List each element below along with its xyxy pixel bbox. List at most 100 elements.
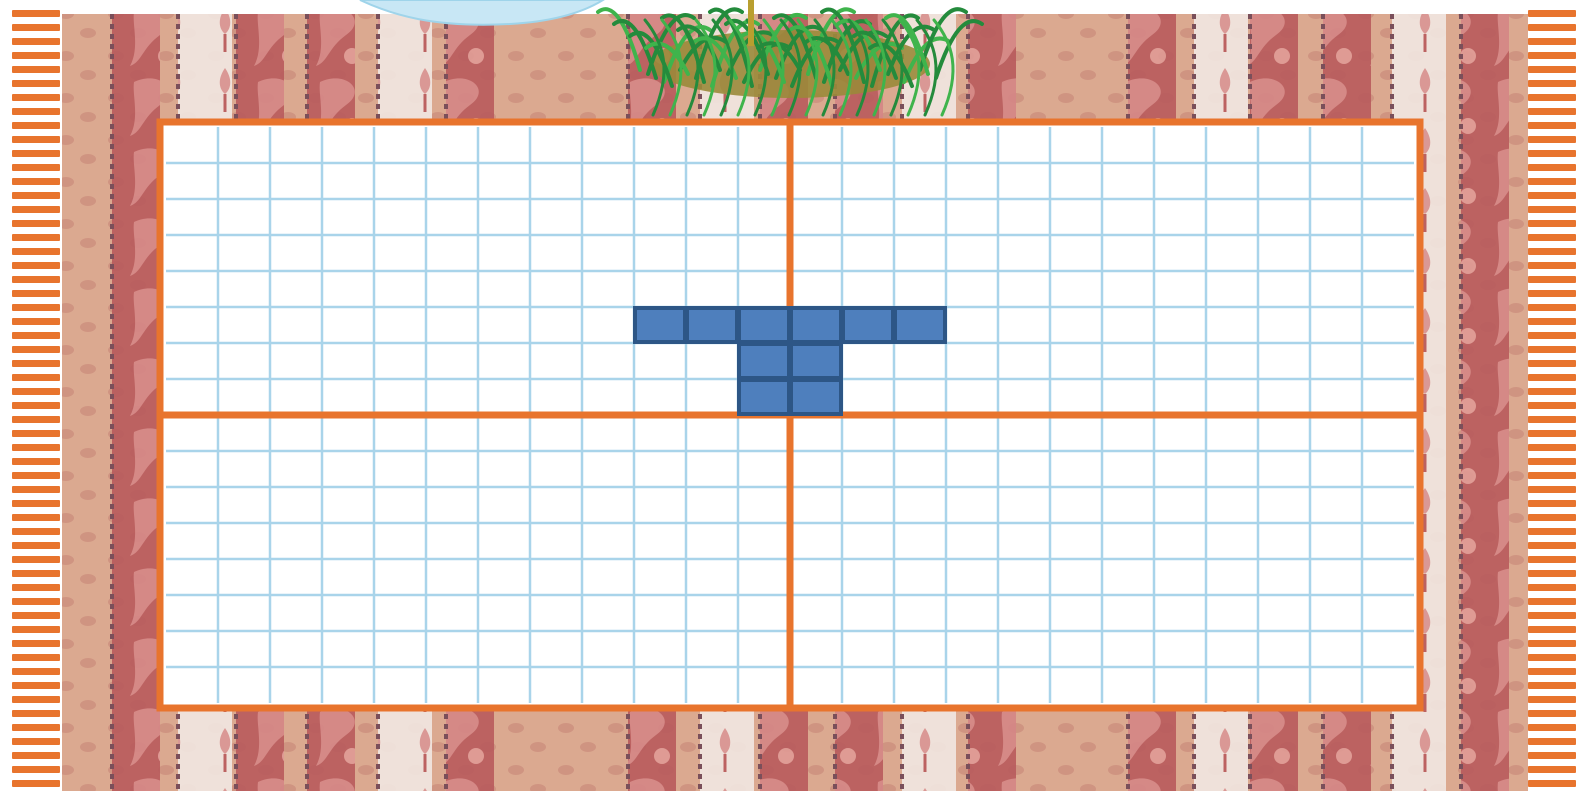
fringe-strand bbox=[12, 360, 60, 367]
fringe-strand bbox=[12, 346, 60, 353]
fringe-strand bbox=[1528, 542, 1576, 549]
fringe-strand bbox=[12, 598, 60, 605]
fringe-strand bbox=[1528, 374, 1576, 381]
fringe-strand bbox=[1528, 290, 1576, 297]
fringe-strand bbox=[1528, 584, 1576, 591]
fringe-strand bbox=[1528, 38, 1576, 45]
fringe-strand bbox=[1528, 444, 1576, 451]
fringe-strand bbox=[1528, 10, 1576, 17]
fringe-strand bbox=[12, 668, 60, 675]
fringe-strand bbox=[1528, 752, 1576, 759]
fringe-strand bbox=[12, 500, 60, 507]
fringe-strand bbox=[12, 248, 60, 255]
fringe-strand bbox=[1528, 472, 1576, 479]
fringe-strand bbox=[12, 374, 60, 381]
fringe-strand bbox=[12, 388, 60, 395]
fringe-strand bbox=[1528, 402, 1576, 409]
fringe-strand bbox=[12, 416, 60, 423]
shape-cell bbox=[791, 380, 841, 414]
fringe-strand bbox=[12, 94, 60, 101]
fringe-strand bbox=[1528, 94, 1576, 101]
fringe-strand bbox=[1528, 640, 1576, 647]
fringe-strand bbox=[1528, 682, 1576, 689]
fringe-strand bbox=[1528, 570, 1576, 577]
fringe-strand bbox=[12, 696, 60, 703]
fringe-strand bbox=[1528, 234, 1576, 241]
shape-cell bbox=[843, 308, 893, 342]
fringe-strand bbox=[12, 220, 60, 227]
fringe-strand bbox=[12, 724, 60, 731]
fringe-strand bbox=[1528, 430, 1576, 437]
fringe-strand bbox=[1528, 738, 1576, 745]
fringe-strand bbox=[12, 752, 60, 759]
fringe-strand bbox=[1528, 220, 1576, 227]
fringe-strand bbox=[1528, 458, 1576, 465]
fringe-strand bbox=[1528, 598, 1576, 605]
carpet-stripe bbox=[1461, 14, 1509, 791]
fringe-strand bbox=[1528, 416, 1576, 423]
fringe-strand bbox=[1528, 164, 1576, 171]
fringe-strand bbox=[12, 556, 60, 563]
fringe-strand bbox=[1528, 612, 1576, 619]
fringe-strand bbox=[1528, 668, 1576, 675]
fringe-strand bbox=[12, 486, 60, 493]
shape-cell bbox=[791, 344, 841, 378]
fringe-strand bbox=[12, 66, 60, 73]
fringe-strand bbox=[1528, 360, 1576, 367]
fringe-strand bbox=[1528, 500, 1576, 507]
fringe-strand bbox=[1528, 66, 1576, 73]
fringe-strand bbox=[12, 430, 60, 437]
fringe-strand bbox=[12, 178, 60, 185]
fringe-strand bbox=[12, 654, 60, 661]
fringe-strand bbox=[1528, 556, 1576, 563]
fringe-strand bbox=[12, 304, 60, 311]
fringe-strand bbox=[12, 150, 60, 157]
shape-cell bbox=[635, 308, 685, 342]
fringe-strand bbox=[1528, 122, 1576, 129]
fringe-strand bbox=[12, 262, 60, 269]
fringe-strand bbox=[1528, 192, 1576, 199]
fringe-strand bbox=[1528, 248, 1576, 255]
fringe-strand bbox=[1528, 52, 1576, 59]
fringe-strand bbox=[1528, 654, 1576, 661]
fringe-strand bbox=[12, 80, 60, 87]
fringe-strand bbox=[12, 612, 60, 619]
fringe-strand bbox=[12, 164, 60, 171]
shape-cell bbox=[739, 344, 789, 378]
shape-cell bbox=[687, 308, 737, 342]
fringe-strand bbox=[12, 122, 60, 129]
fringe-strand bbox=[1528, 346, 1576, 353]
fringe-strand bbox=[1528, 710, 1576, 717]
fringe-strand bbox=[12, 108, 60, 115]
fringe-strand bbox=[1528, 780, 1576, 787]
fringe-strand bbox=[12, 38, 60, 45]
fringe-strand bbox=[12, 402, 60, 409]
fringe-strand bbox=[12, 626, 60, 633]
fringe-strand bbox=[12, 444, 60, 451]
fringe-strand bbox=[12, 472, 60, 479]
fringe-strand bbox=[1528, 626, 1576, 633]
fringe-strand bbox=[1528, 276, 1576, 283]
fringe-strand bbox=[12, 514, 60, 521]
fringe-strand bbox=[12, 136, 60, 143]
fringe-strand bbox=[12, 710, 60, 717]
carpet-stripe bbox=[112, 14, 160, 791]
fringe-strand bbox=[1528, 388, 1576, 395]
fringe-strand bbox=[12, 332, 60, 339]
fringe-strand bbox=[12, 738, 60, 745]
fringe-strand bbox=[12, 206, 60, 213]
fringe-strand bbox=[1528, 514, 1576, 521]
fringe-strand bbox=[1528, 136, 1576, 143]
fringe-strand bbox=[12, 542, 60, 549]
shape-cell bbox=[739, 380, 789, 414]
fringe-strand bbox=[1528, 108, 1576, 115]
fringe-strand bbox=[1528, 304, 1576, 311]
shape-cell bbox=[895, 308, 945, 342]
fringe-strand bbox=[1528, 696, 1576, 703]
fringe-strand bbox=[12, 318, 60, 325]
fringe-strand bbox=[12, 682, 60, 689]
fringe-strand bbox=[12, 10, 60, 17]
fringe-strand bbox=[1528, 528, 1576, 535]
shape-cell bbox=[739, 308, 789, 342]
